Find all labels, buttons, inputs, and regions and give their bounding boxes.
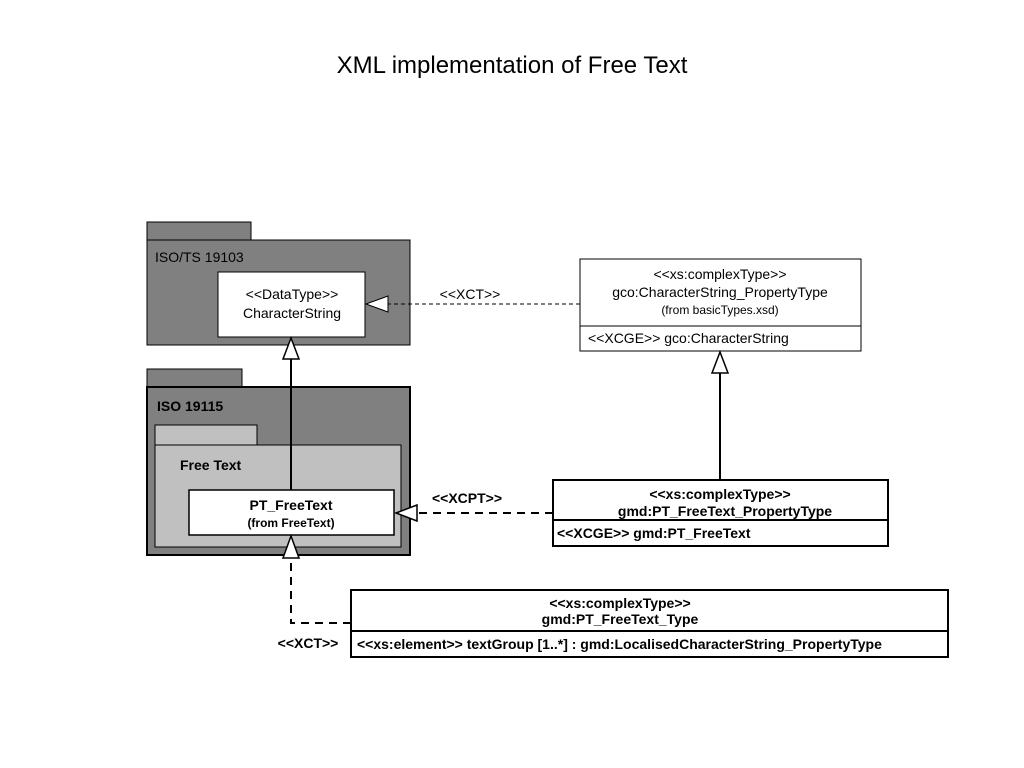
class-from: (from FreeText) (247, 516, 334, 530)
class-gco-characterstring-propertytype: <<xs:complexType>> gco:CharacterString_P… (579, 258, 862, 352)
class-pt-freetext: PT_FreeText (from FreeText) (188, 489, 395, 536)
class-name: gmd:PT_FreeText_PropertyType (618, 503, 832, 519)
relation-stereotype: <<XCT>> (278, 635, 339, 651)
class-from: (from basicTypes.xsd) (661, 303, 778, 317)
class-box (579, 258, 862, 352)
xct-freetext-type-to-ptfreetext: <<XCT>> (278, 533, 351, 651)
class-stereotype: <<xs:complexType>> (653, 266, 786, 282)
diagram-title: XML implementation of Free Text (337, 52, 688, 79)
generalization-freetext-propertytype-to-characterstring-propertytype (710, 349, 730, 480)
hollow-triangle-arrowhead (364, 295, 389, 313)
package-tab (154, 424, 258, 446)
relation-stereotype: <<XCPT>> (432, 490, 502, 506)
class-character-string: <<DataType>> CharacterString (217, 271, 366, 338)
class-box (217, 271, 366, 338)
class-gmd-pt-freetext-propertytype: <<xs:complexType>> gmd:PT_FreeText_Prope… (552, 479, 889, 547)
hollow-triangle-arrowhead (281, 533, 301, 559)
package-label: Free Text (180, 457, 242, 473)
class-box (188, 489, 395, 536)
class-name: gco:CharacterString_PropertyType (612, 284, 828, 300)
class-name: CharacterString (243, 305, 341, 321)
class-attribute: <<XCGE>> gco:CharacterString (588, 330, 789, 346)
package-tab (146, 221, 252, 241)
relation-line (290, 558, 351, 624)
class-name: gmd:PT_FreeText_Type (542, 611, 699, 627)
package-tab (146, 368, 243, 388)
class-attribute: <<XCGE>> gmd:PT_FreeText (557, 525, 751, 541)
package-label: ISO 19115 (157, 398, 223, 414)
relation-stereotype: <<XCT>> (440, 286, 501, 302)
hollow-triangle-arrowhead (710, 349, 730, 374)
class-stereotype: <<xs:complexType>> (649, 486, 790, 502)
class-name: PT_FreeText (250, 497, 333, 513)
class-stereotype: <<DataType>> (246, 286, 339, 302)
xct-characterstring-propertytype-to-characterstring: <<XCT>> (364, 286, 580, 313)
class-box (350, 589, 949, 658)
class-gmd-pt-freetext-type: <<xs:complexType>> gmd:PT_FreeText_Type … (350, 589, 949, 658)
xcpt-freetext-propertytype-to-ptfreetext: <<XCPT>> (393, 490, 553, 523)
generalization-ptfreetext-to-characterstring (281, 335, 301, 490)
class-attribute: <<xs:element>> textGroup [1..*] : gmd:Lo… (357, 636, 882, 652)
hollow-triangle-arrowhead (393, 503, 418, 523)
class-stereotype: <<xs:complexType>> (549, 595, 690, 611)
package-label: ISO/TS 19103 (155, 249, 244, 265)
hollow-triangle-arrowhead (281, 335, 301, 360)
